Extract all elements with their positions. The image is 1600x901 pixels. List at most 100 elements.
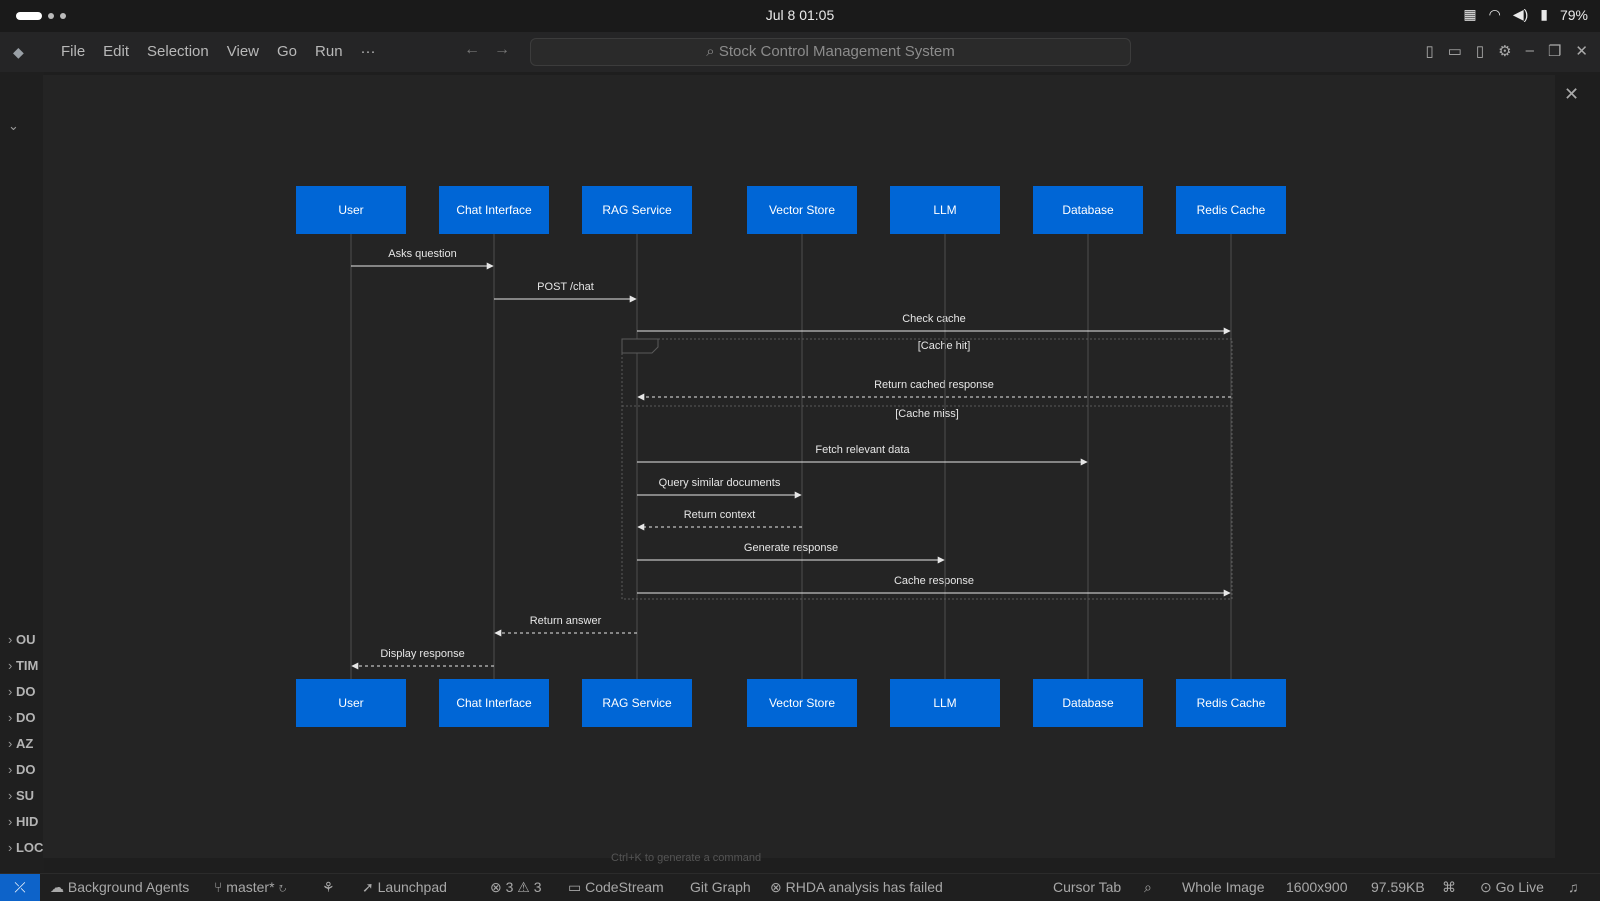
workspace-dot[interactable] xyxy=(60,13,66,19)
branch-item[interactable]: ⑂ master* ↻ xyxy=(214,879,287,895)
os-top-bar: Jul 8 01:05 ▦ ◠ ◀) ▮ 79% xyxy=(0,0,1600,32)
restore-icon[interactable]: ❐ xyxy=(1547,43,1562,60)
sidebar: ⌄ › OU › TIM › DO › DO › AZ › DO › SU › … xyxy=(0,72,121,872)
alt-guard-cache-hit: [Cache hit] xyxy=(917,340,971,352)
codestream-label: CodeStream xyxy=(585,879,664,895)
go-live-item[interactable]: ⊙ Go Live xyxy=(1480,879,1544,896)
sidebar-section-label: DO xyxy=(15,684,36,699)
message-label: Return cached response xyxy=(874,379,994,391)
sidebar-section-label: HID xyxy=(15,814,39,829)
actor-database-bottom: Database xyxy=(1033,679,1143,727)
sidebar-collapse-chevron-icon[interactable]: ⌄ xyxy=(8,118,19,133)
sidebar-section-label: AZ xyxy=(15,736,34,751)
sequence-diagram-lines xyxy=(350,234,1233,679)
sidebar-section[interactable]: › DO xyxy=(8,762,36,777)
background-agents-item[interactable]: ☁ Background Agents xyxy=(50,879,189,896)
title-bar: ◆ File Edit Selection View Go Run ··· ← … xyxy=(0,32,1600,72)
title-actions: ▯ ▭ ▯ ⚙ – ❐ ✕ xyxy=(1425,42,1588,60)
settings-gear-icon[interactable]: ⚙ xyxy=(1498,43,1512,60)
sidebar-section[interactable]: › DO xyxy=(8,710,36,725)
viewer-close-icon[interactable]: ✕ xyxy=(1564,84,1580,104)
menu-run[interactable]: Run xyxy=(315,43,343,60)
menu-edit[interactable]: Edit xyxy=(103,43,130,60)
rhda-item[interactable]: ⊗ RHDA analysis has failed xyxy=(770,879,943,896)
sidebar-section[interactable]: › DO xyxy=(8,684,36,699)
battery-icon[interactable]: ▮ xyxy=(1540,6,1548,22)
sidebar-section[interactable]: › TIM xyxy=(8,658,39,673)
message-label: Generate response xyxy=(743,542,839,554)
menu-file[interactable]: File xyxy=(61,43,86,60)
message-label: Fetch relevant data xyxy=(815,444,910,456)
message-label: Asks question xyxy=(388,248,457,260)
launchpad-item[interactable]: ➚ Launchpad xyxy=(362,879,447,896)
actor-vector-store-bottom: Vector Store xyxy=(747,679,857,727)
git-graph-item[interactable]: Git Graph xyxy=(690,879,751,895)
workspace-indicator[interactable] xyxy=(16,12,42,20)
background-agents-label: Background Agents xyxy=(67,879,190,895)
workspace-dot[interactable] xyxy=(48,13,54,19)
codestream-item[interactable]: ▭ CodeStream xyxy=(568,879,664,896)
toggle-secondary-sidebar-icon[interactable]: ▯ xyxy=(1475,43,1485,60)
sidebar-section-label: DO xyxy=(15,710,36,725)
sidebar-section-label: DO xyxy=(15,762,36,777)
battery-percent: 79% xyxy=(1559,6,1588,23)
actor-user-bottom: User xyxy=(296,679,406,727)
sidebar-section-label: TIM xyxy=(15,658,39,673)
menu-selection[interactable]: Selection xyxy=(147,43,209,60)
source-control-icon[interactable]: ⚘ xyxy=(322,879,335,895)
toggle-panel-icon[interactable]: ▭ xyxy=(1447,43,1462,60)
alt-fragment xyxy=(621,338,1233,600)
command-search-text: Stock Control Management System xyxy=(718,43,955,60)
remote-icon[interactable]: ⤫ xyxy=(0,874,40,901)
broadcast-icon: ⊙ xyxy=(1480,879,1496,895)
os-clock[interactable]: Jul 8 01:05 xyxy=(765,7,835,23)
sidebar-section[interactable]: › AZ xyxy=(8,736,34,751)
menu-go[interactable]: Go xyxy=(277,43,298,60)
notifications-bell-icon[interactable]: ♫ xyxy=(1568,879,1579,895)
close-window-icon[interactable]: ✕ xyxy=(1575,43,1588,60)
go-live-label: Go Live xyxy=(1495,879,1544,895)
minimize-icon[interactable]: – xyxy=(1525,42,1534,59)
alt-guard-cache-miss: [Cache miss] xyxy=(895,408,959,420)
branch-label: master* xyxy=(226,879,275,895)
error-icon: ⊗ xyxy=(770,879,786,895)
actor-user-top: User xyxy=(296,186,406,234)
volume-icon[interactable]: ◀) xyxy=(1512,6,1529,22)
apps-icon[interactable]: ▦ xyxy=(1463,6,1477,22)
sidebar-section[interactable]: › SU xyxy=(8,788,35,803)
os-tray[interactable]: ▦ ◠ ◀) ▮ 79% xyxy=(1463,6,1588,23)
message-label: Check cache xyxy=(902,313,966,325)
sidebar-section[interactable]: › HID xyxy=(8,814,39,829)
message-label: Cache response xyxy=(893,575,975,587)
search-icon: ⌕ xyxy=(706,43,719,60)
rocket-icon: ➚ xyxy=(362,879,378,895)
launchpad-label: Launchpad xyxy=(377,879,447,895)
message-label: POST /chat xyxy=(537,281,594,293)
toggle-sidebar-icon[interactable]: ▯ xyxy=(1425,43,1434,60)
command-search[interactable]: ⌕ Stock Control Management System xyxy=(530,38,1131,66)
rhda-label: RHDA analysis has failed xyxy=(785,879,943,895)
whole-image-item[interactable]: Whole Image xyxy=(1182,879,1265,895)
actor-rag-service-bottom: RAG Service xyxy=(582,679,692,727)
message-label: Return context xyxy=(683,509,756,521)
menu-more[interactable]: ··· xyxy=(360,43,376,60)
command-hint: Ctrl+K to generate a command xyxy=(611,852,762,864)
back-arrow-icon[interactable]: ← xyxy=(464,41,480,58)
actor-redis-cache-top: Redis Cache xyxy=(1176,186,1286,234)
cursor-tab-item[interactable]: Cursor Tab xyxy=(1053,879,1122,895)
sync-icon: ↻ xyxy=(274,879,287,895)
app-logo-icon: ◆ xyxy=(13,44,24,60)
menu-view[interactable]: View xyxy=(226,43,259,60)
actor-llm-top: LLM xyxy=(890,186,1000,234)
copilot-icon[interactable]: ⌘ xyxy=(1442,879,1456,895)
zoom-icon[interactable]: ⌕ xyxy=(1144,879,1152,895)
actor-database-top: Database xyxy=(1033,186,1143,234)
problems-item[interactable]: ⊗ 3 ⚠ 3 xyxy=(490,879,542,896)
actor-rag-service-top: RAG Service xyxy=(582,186,692,234)
image-filesize: 97.59KB xyxy=(1371,879,1425,895)
image-dimensions: 1600x900 xyxy=(1286,879,1348,895)
message-label: Query similar documents xyxy=(658,477,781,489)
sidebar-section[interactable]: › OU xyxy=(8,632,36,647)
forward-arrow-icon[interactable]: → xyxy=(494,41,510,58)
wifi-icon[interactable]: ◠ xyxy=(1488,6,1501,22)
